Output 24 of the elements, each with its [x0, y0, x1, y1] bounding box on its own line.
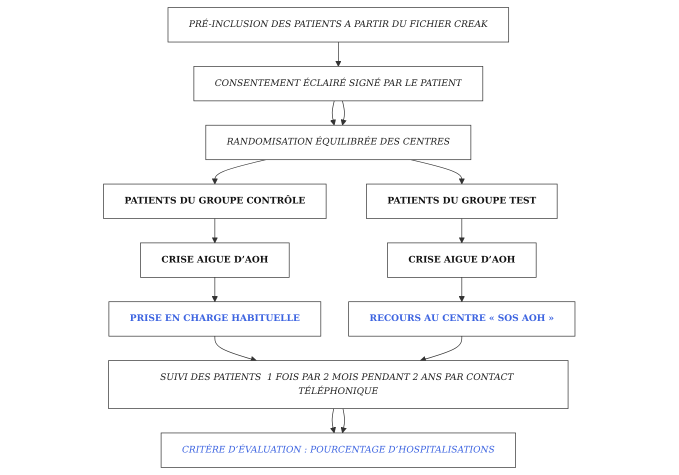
- arrow: [330, 100, 336, 126]
- arrow: [212, 277, 218, 302]
- node-box: CONSENTEMENT ÉCLAIRÉ SIGNÉ PAR LE PATIENT: [194, 66, 484, 102]
- node-box: RECOURS AU CENTRE « SOS AOH »: [348, 301, 576, 337]
- arrow: [336, 42, 342, 67]
- arrow: [420, 336, 462, 362]
- arrow: [340, 408, 347, 434]
- node-box: CRITÈRE D’ÉVALUATION : POURCENTAGE D’HOSPITALISATIONS: [160, 432, 516, 468]
- arrow: [212, 218, 218, 244]
- node-box: PATIENTS DU GROUPE TEST: [366, 184, 558, 219]
- arrow: [340, 100, 347, 126]
- node-box: CRISE AIGUE D’AOH: [140, 242, 290, 278]
- node-box: RANDOMISATION ÉQUILIBRÉE DES CENTRES: [206, 124, 472, 160]
- node-box: SUIVI DES PATIENTS 1 FOIS PAR 2 MOIS PENDANT 2 ANS PAR CONTACT TÉLÉPHONIQUE: [108, 360, 569, 409]
- arrow: [212, 159, 267, 184]
- node-box: PRISE EN CHARGE HABITUELLE: [108, 301, 322, 337]
- arrow: [410, 159, 466, 184]
- arrow: [458, 277, 466, 302]
- arrow: [214, 336, 257, 362]
- node-box: PATIENTS DU GROUPE CONTRÔLE: [103, 184, 327, 219]
- arrow: [330, 408, 336, 434]
- arrow: [458, 218, 466, 244]
- node-box: PRÉ-INCLUSION DES PATIENTS A PARTIR DU FICHIER CREAK: [168, 7, 510, 42]
- node-box: CRISE AIGUE D’AOH: [387, 242, 537, 278]
